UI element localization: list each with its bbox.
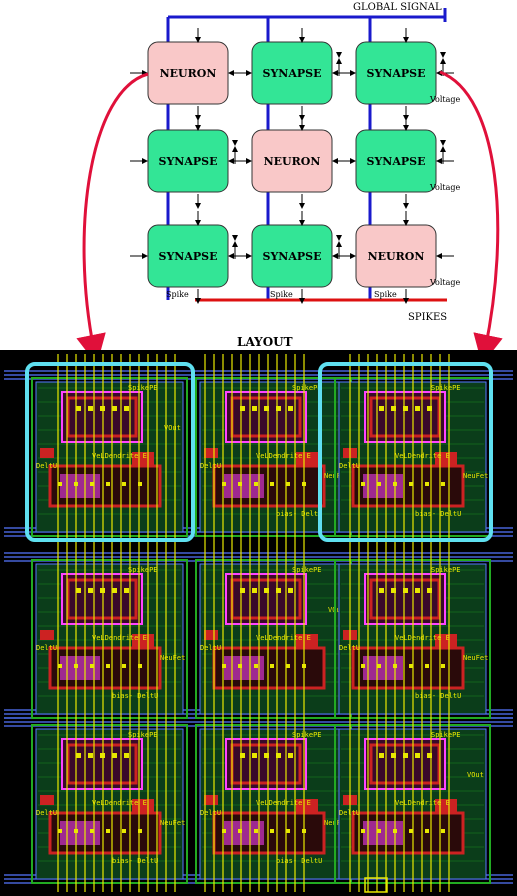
layout-label-dendrite: VeLDendrite E [92, 452, 147, 460]
layout-label-dendrite: VeLDendrite E [256, 634, 311, 642]
layout-label-dendrite: VeLDendrite E [256, 799, 311, 807]
spike-label: Spike [374, 290, 397, 299]
layout-label-dendrite: VeLDendrite E [92, 634, 147, 642]
layout-label-vout: VOut [467, 771, 484, 779]
layout-label-bias: bias- DeltU [415, 692, 461, 700]
cell-neuron-0-0: NEURON [130, 28, 246, 121]
layout-label-neufet: NeuFet [160, 654, 185, 662]
layout-label-neufet: NeuFet [324, 472, 349, 480]
layout-label-bias: bias- DeltU [112, 692, 158, 700]
layout-label-dendrite: VeLDendrite E [256, 452, 311, 460]
cell-synapse-0-1: SYNAPSE [234, 28, 350, 121]
global-signal-label: GLOBAL SIGNAL [353, 2, 442, 13]
cell-neuron-1-1: NEURON [234, 116, 350, 209]
layout-label-dendrite: VeLDendrite E [92, 799, 147, 807]
layout-label-vout: VOut [164, 424, 181, 432]
layout-label-neufet: NeuFet [463, 654, 488, 662]
cell-label: NEURON [368, 250, 425, 263]
cell-label: NEURON [160, 67, 217, 80]
voltage-label: Voltage [429, 183, 461, 192]
layout-label-neufet: NeuFet [463, 472, 488, 480]
layout-label-spike: SpikePE [128, 566, 158, 574]
layout-title: LAYOUT [237, 335, 293, 349]
cell-synapse-1-0: SYNAPSE [130, 116, 246, 209]
layout-cell-synapse-2-0: VeLDendrite E SpikePE DeltU NeuFet bias- Del… [31, 724, 188, 884]
cell-label: NEURON [264, 155, 321, 168]
layout-label-spike: SpikePE [128, 384, 158, 392]
cell-label: SYNAPSE [367, 67, 426, 80]
layout-label-deltu: DeltU [36, 809, 57, 817]
spike-label: Spike [270, 290, 293, 299]
layout-label-spike: SpikePE [431, 384, 461, 392]
cell-label: SYNAPSE [263, 67, 322, 80]
spike-label: Spike [166, 290, 189, 299]
layout-cell-synapse-2-1: VeLDendrite E SpikePE DeltU NeuFet bias- Del… [195, 724, 352, 884]
layout-cell-neuron-0-0: VeLDendrite E SpikePE DeltU VOut [31, 377, 188, 537]
layout-label-deltu: DeltU [200, 462, 221, 470]
layout-label-neufet: NeuFet [160, 819, 185, 827]
cell-label: SYNAPSE [367, 155, 426, 168]
layout-label-deltu: DeltU [36, 462, 57, 470]
layout-cell-synapse-0-1: VeLDendrite E SpikePE DeltU NeuFet bias- Del… [195, 377, 352, 537]
layout-label-bias: bias- DeltU [112, 857, 158, 865]
layout-label-spike: SpikePE [128, 731, 158, 739]
layout-label-deltu: DeltU [200, 644, 221, 652]
chip-layout: VeLDendrite ESpikePEDeltUVOutVeLDendrite… [0, 350, 517, 896]
highlight-box-right [318, 362, 493, 542]
layout-label-spike: SpikePE [431, 566, 461, 574]
layout-label-bias: bias- DeltU [415, 510, 461, 518]
layout-label-deltu: DeltU [200, 809, 221, 817]
layout-label-spike: SpikePE [292, 384, 322, 392]
poly-vertical-rails [57, 354, 450, 893]
layout-label-spike: SpikePE [292, 731, 322, 739]
layout-label-vout: VOut [328, 606, 345, 614]
voltage-label: Voltage [429, 95, 461, 104]
red-arrow-right [439, 70, 503, 350]
voltage-label: Voltage [429, 278, 461, 287]
layout-label-neufet: NeuFet [324, 819, 349, 827]
cell-label: SYNAPSE [159, 155, 218, 168]
bond-pad [364, 877, 388, 893]
cell-synapse-2-1: SYNAPSE Spike [234, 211, 350, 304]
cell-synapse-1-2: SYNAPSE Voltage [338, 116, 461, 209]
spikes-label: SPIKES [408, 312, 447, 323]
cell-label: SYNAPSE [159, 250, 218, 263]
layout-label-bias: bias- DeltU [276, 857, 322, 865]
layout-label-spike: SpikePE [431, 731, 461, 739]
cell-synapse-0-2: SYNAPSE Voltage [338, 28, 461, 121]
cell-label: SYNAPSE [263, 250, 322, 263]
layout-label-deltu: DeltU [36, 644, 57, 652]
red-arrow-left [76, 72, 149, 350]
layout-cell-neuron-1-1: VeLDendrite E SpikePE DeltU VOut [195, 559, 352, 719]
layout-cell-synapse-1-0: VeLDendrite E SpikePE DeltU NeuFet bias- Del… [31, 559, 188, 719]
cell-synapse-2-0: SYNAPSE Spike [130, 211, 246, 304]
layout-label-bias: bias- DeltU [276, 510, 322, 518]
layout-label-spike: SpikePE [292, 566, 322, 574]
highlight-box-left [25, 362, 195, 542]
